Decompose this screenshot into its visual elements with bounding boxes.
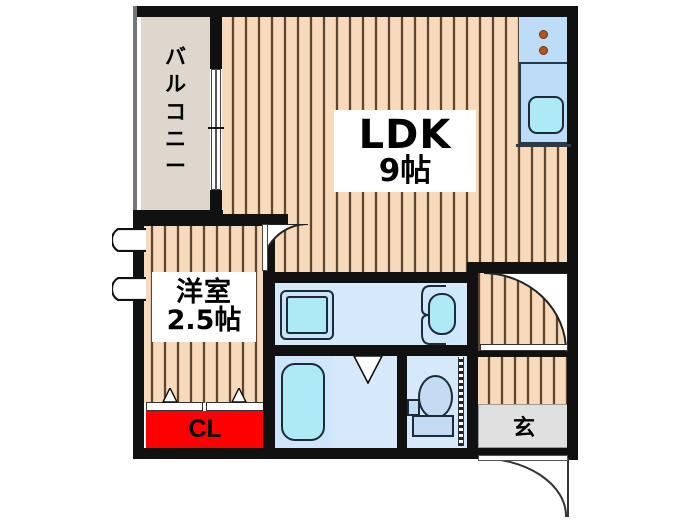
toilet-door-track[interactable] xyxy=(458,357,464,446)
room-ldk-label-line2: 9帖 xyxy=(378,152,432,189)
closet-sliding-door-left[interactable] xyxy=(146,402,203,411)
wall-ldk-bottom xyxy=(133,214,288,226)
wall-wet-mid xyxy=(263,345,478,356)
balcony-label-char-3: コ xyxy=(165,99,186,124)
wall-balcony-ldk-lower xyxy=(210,190,222,216)
balcony-label-char-4: ニ xyxy=(165,126,186,151)
toilet-bowl-fixture xyxy=(418,375,453,419)
balcony-label-char-2: ル xyxy=(165,72,186,97)
room-closet-label-wrap: CL xyxy=(146,411,264,448)
room-closet-floor xyxy=(146,411,264,448)
wall-corridor-top xyxy=(467,262,578,273)
room-ldk-label: LDK 9帖 xyxy=(334,110,476,192)
stove-burner-2-icon xyxy=(539,46,548,55)
wall-wet-right xyxy=(467,272,478,448)
wall-exterior-bottom-left xyxy=(133,448,478,459)
western-room-door-leaf[interactable] xyxy=(262,224,268,271)
room-entrance-label-wrap: 玄 xyxy=(478,404,570,448)
entry-hall-wood-floor xyxy=(478,356,570,404)
balcony-sliding-door-center-line xyxy=(215,69,217,190)
balcony-sliding-door-handle-icon xyxy=(208,127,224,129)
room-balcony-floor xyxy=(141,16,210,212)
room-western-label: 洋室 2.5帖 xyxy=(152,272,256,342)
bathtub-fixture xyxy=(281,363,325,441)
ldk-entry-door-leaf[interactable] xyxy=(480,344,568,351)
western-room-door-swing[interactable] xyxy=(262,224,310,272)
window-bay-upper-icon xyxy=(112,228,146,252)
room-entrance-floor xyxy=(478,404,570,448)
room-ldk-label-line1: LDK xyxy=(358,111,452,158)
entrance-door-swing[interactable] xyxy=(476,458,570,520)
wall-exterior-bottom-right xyxy=(478,448,578,459)
toilet-tank-fixture xyxy=(412,415,454,437)
closet-sliding-door-right[interactable] xyxy=(206,402,264,411)
wall-balcony-left xyxy=(133,6,137,216)
toilet-side-box xyxy=(407,399,420,416)
balcony-label-char-5: ー xyxy=(165,154,186,179)
wall-balcony-ldk xyxy=(210,6,222,69)
closet-door-arrow-icons xyxy=(161,388,248,403)
window-bay-lower-icon xyxy=(112,277,146,301)
kitchen-counter-edge xyxy=(516,144,571,147)
wash-basin-bowl xyxy=(428,293,456,335)
wall-wet-top xyxy=(263,272,478,283)
room-western-label-line2: 2.5帖 xyxy=(166,305,242,336)
wall-exterior-top xyxy=(133,6,578,17)
wall-balcony-bottom xyxy=(133,210,223,216)
room-western-label-line1: 洋室 xyxy=(176,277,232,309)
room-balcony-label: バ ル コ ニ ー xyxy=(141,44,210,194)
room-closet-label: CL xyxy=(188,415,222,443)
balcony-label-char-1: バ xyxy=(165,45,186,69)
stove-burner-1-icon xyxy=(539,30,548,39)
unit-bath-door-arrow-icon xyxy=(353,356,383,384)
entrance-door-threshold xyxy=(478,455,568,461)
wall-toilet-left xyxy=(397,355,407,448)
room-entrance-label: 玄 xyxy=(512,416,535,441)
wall-exterior-left-lower xyxy=(133,214,144,459)
washing-machine-inner xyxy=(286,296,328,334)
wall-entry-top xyxy=(467,351,578,357)
wall-exterior-right xyxy=(567,6,578,460)
kitchen-sink-basin xyxy=(528,96,564,134)
kitchen-stove-panel xyxy=(519,16,571,64)
